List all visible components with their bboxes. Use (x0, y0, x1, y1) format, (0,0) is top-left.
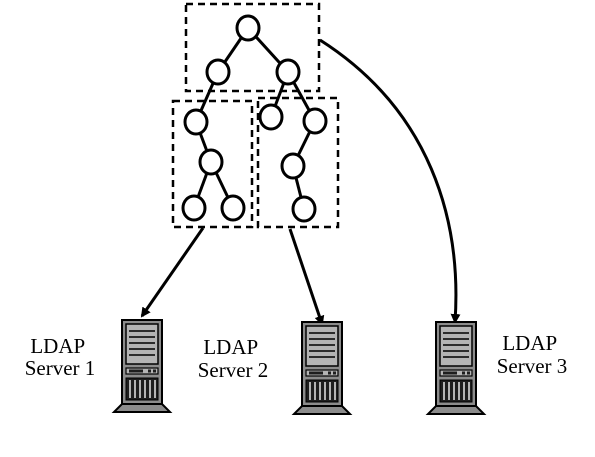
server-1-label: LDAP Server 1 (25, 334, 96, 380)
tree-edges (192, 26, 317, 210)
mapping-arrows (140, 38, 461, 326)
server-icon (427, 321, 485, 415)
partition-region-top (184, 2, 321, 93)
tree-node (181, 194, 207, 222)
partition-region-left (171, 99, 254, 229)
partition-region-right (256, 96, 340, 229)
tree-node (302, 107, 328, 135)
tree-nodes (181, 14, 328, 223)
tree-node (198, 148, 224, 176)
server-icon (293, 321, 351, 415)
tree-node (258, 103, 284, 131)
arrow-to-server-3 (319, 38, 461, 324)
tree-node (280, 152, 306, 180)
tree-node (291, 195, 317, 223)
tree-node (220, 194, 246, 222)
server-icon (113, 319, 171, 413)
tree-node (205, 58, 231, 86)
arrow-to-server-1 (140, 227, 205, 318)
server-3-label: LDAP Server 3 (497, 331, 568, 378)
server-2-label: LDAP Server 2 (198, 335, 269, 382)
partition-regions (171, 2, 340, 229)
arrow-to-server-2 (288, 228, 325, 326)
tree-node (275, 58, 301, 86)
tree-node-root (235, 14, 261, 42)
tree-node (183, 108, 209, 136)
